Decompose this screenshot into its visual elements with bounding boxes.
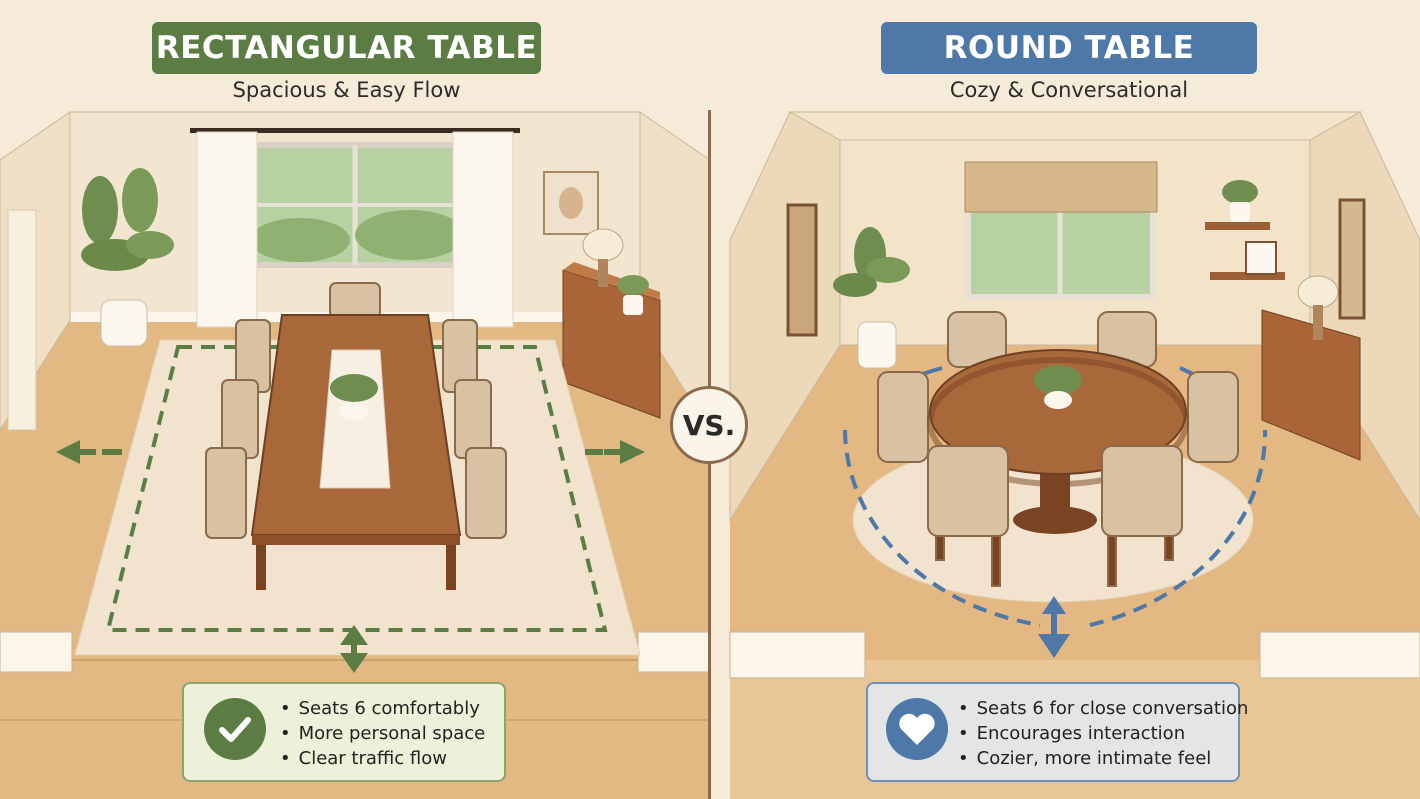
sideboard xyxy=(562,228,661,419)
rectangular-table-title: RECTANGULAR TABLE xyxy=(152,22,541,74)
list-item: Clear traffic flow xyxy=(280,746,485,771)
chair xyxy=(927,445,1183,587)
right-curtain xyxy=(452,131,514,328)
wall-art xyxy=(786,203,818,337)
chair xyxy=(205,282,507,539)
list-item: Encourages interaction xyxy=(958,721,1248,746)
rectangular-table xyxy=(250,314,462,590)
left-curtain xyxy=(196,131,258,328)
chair xyxy=(877,311,1239,463)
left-arrow-icon xyxy=(56,440,122,464)
round-dining-room-illustration xyxy=(729,111,1420,799)
vertical-arrow-icon xyxy=(1038,596,1070,658)
rectangular-benefits-box: Seats 6 comfortably More personal space … xyxy=(182,682,506,782)
list-item: More personal space xyxy=(280,721,486,746)
round-table-subtitle: Cozy & Conversational xyxy=(949,78,1189,102)
rectangular-dining-room-illustration xyxy=(0,111,710,799)
round-benefits-list: Seats 6 for close conversation Encourage… xyxy=(958,696,1249,771)
right-arrow-icon xyxy=(585,440,645,464)
sideboard xyxy=(1261,275,1361,461)
potted-plant xyxy=(81,168,174,347)
heart-icon xyxy=(886,698,948,760)
round-table-title: ROUND TABLE xyxy=(881,22,1257,74)
rectangular-benefits-list: Seats 6 comfortably More personal space … xyxy=(280,696,486,771)
rectangular-table-subtitle: Spacious & Easy Flow xyxy=(232,78,461,102)
list-item: Cozier, more intimate feel xyxy=(958,746,1248,771)
checkmark-icon xyxy=(204,698,266,760)
potted-plant xyxy=(833,227,910,369)
vertical-arrow-icon xyxy=(340,625,368,673)
list-item: Seats 6 comfortably xyxy=(280,696,485,721)
circulation-path xyxy=(843,429,1041,627)
right-wall xyxy=(639,111,710,431)
round-table-panel: ROUND TABLE Cozy & Conversational Seats … xyxy=(710,0,1420,799)
round-benefits-box: Seats 6 for close conversation Encourage… xyxy=(866,682,1248,782)
wall-art xyxy=(1338,198,1366,320)
list-item: Seats 6 for close conversation xyxy=(958,696,1249,721)
rectangular-table-panel: RECTANGULAR TABLE Spacious & Easy Flow S… xyxy=(0,0,710,799)
vs-badge: VS. xyxy=(670,386,748,464)
round-table xyxy=(927,349,1189,534)
roman-shade xyxy=(964,161,1158,213)
